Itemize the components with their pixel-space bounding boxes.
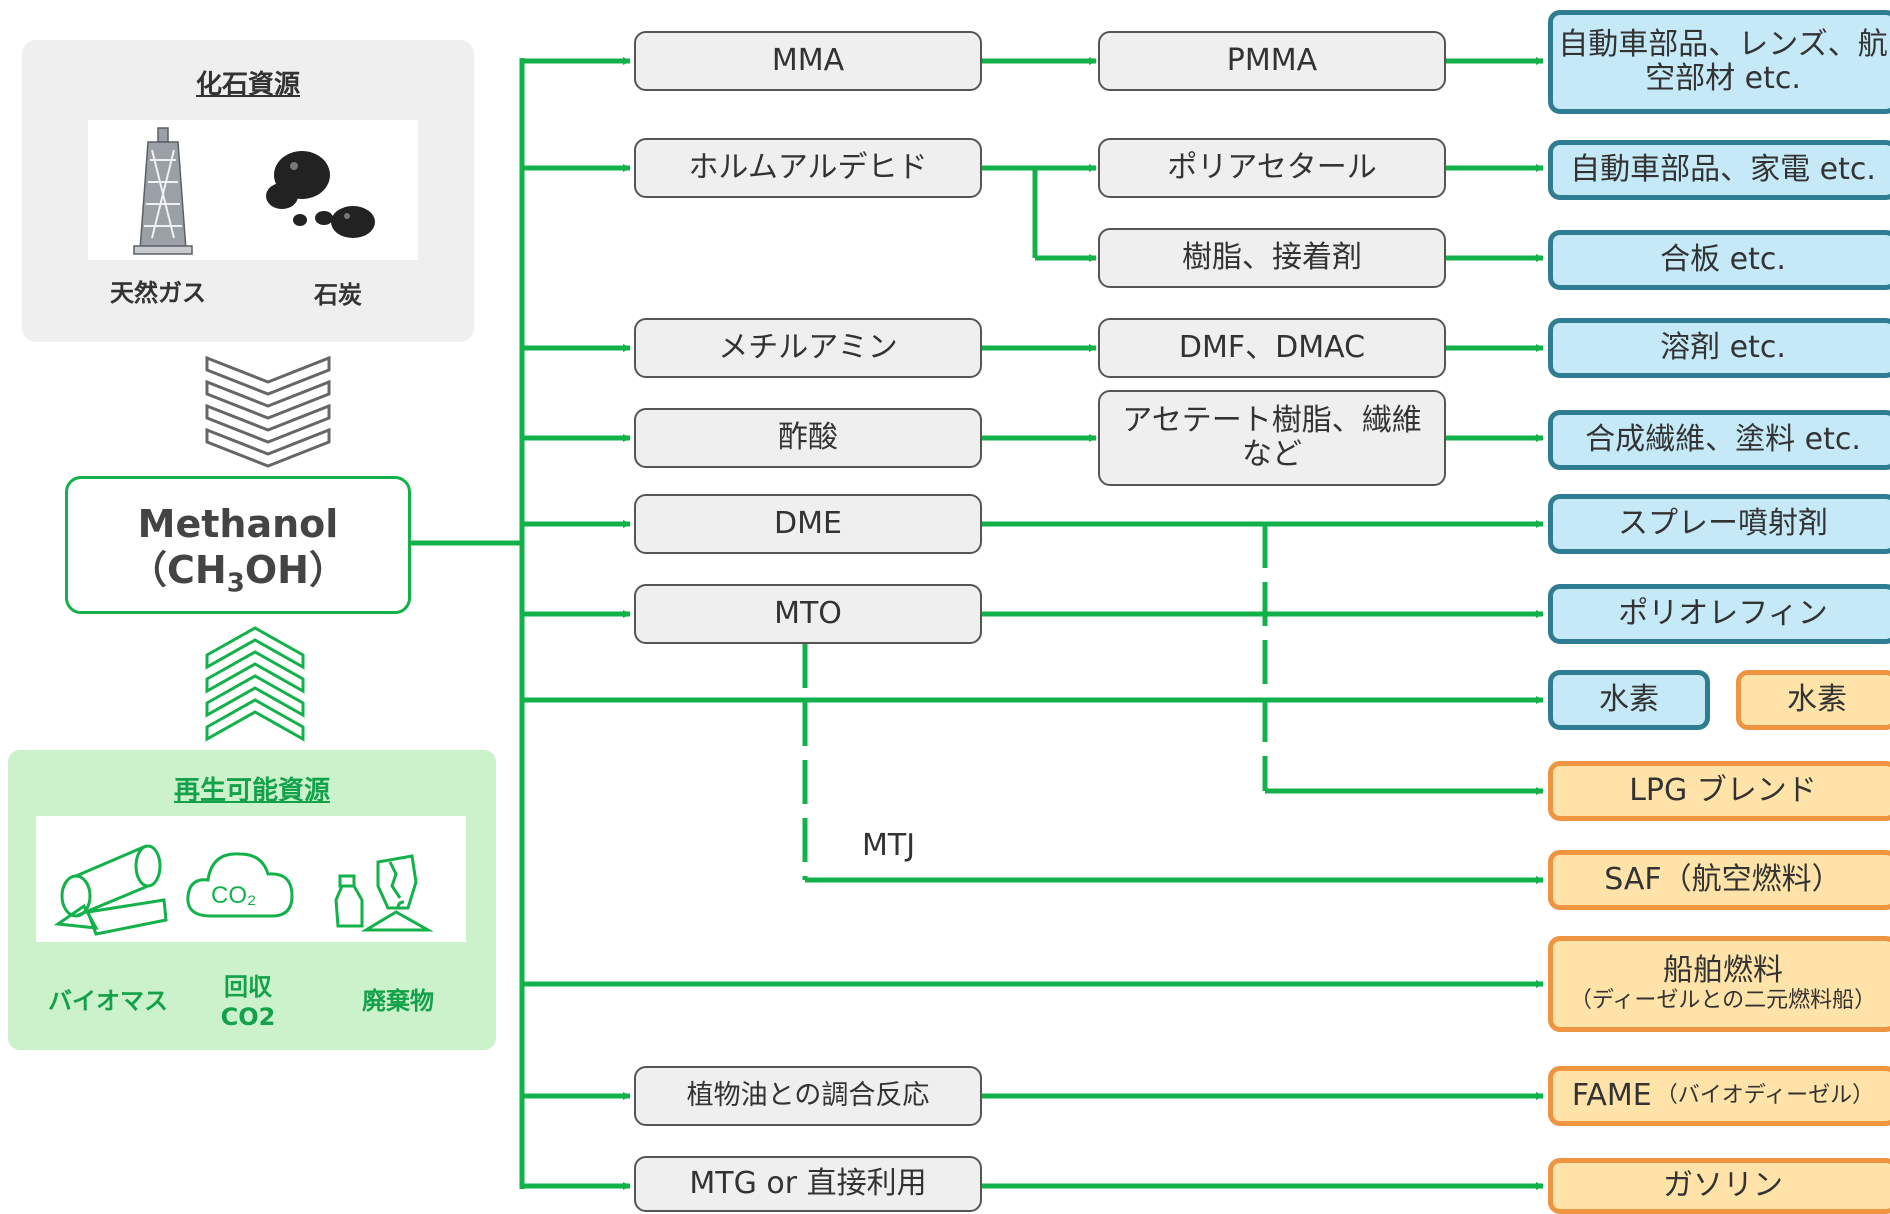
mtj-label: MTJ — [862, 828, 916, 863]
product-hydrogen-chem: 水素 — [1548, 670, 1710, 730]
process-methylamine: メチルアミン — [634, 318, 982, 378]
natural-gas-label: 天然ガス — [110, 279, 206, 307]
fossil-resources-title: 化石資源 — [195, 70, 300, 100]
renewable-resources-title: 再生可能資源 — [173, 776, 330, 806]
product-spray: スプレー噴射剤 — [1548, 494, 1890, 554]
product-auto-appliance: 自動車部品、家電 etc. — [1548, 140, 1890, 200]
product-hydrogen-fuel: 水素 — [1736, 670, 1890, 730]
coal-label: 石炭 — [314, 281, 362, 309]
product-saf: SAF（航空燃料） — [1548, 850, 1890, 910]
renewable-resources-image: CO₂ — [36, 816, 466, 942]
product-solvent: 溶剤 etc. — [1548, 318, 1890, 378]
process-vegetable-oil: 植物油との調合反応 — [634, 1066, 982, 1126]
renewable-resources-panel: 再生可能資源 CO₂ バイオマス 回収 — [8, 750, 496, 1050]
product-synthetic-fiber: 合成繊維、塗料 etc. — [1548, 410, 1890, 470]
coal-icon — [266, 151, 375, 238]
fame-label: FAME — [1571, 1078, 1652, 1113]
co2-cloud-icon: CO₂ — [186, 852, 294, 918]
process-polyacetal: ポリアセタール — [1098, 138, 1446, 198]
waste-label: 廃棄物 — [362, 987, 434, 1015]
ship-fuel-label: 船舶燃料 — [1663, 953, 1783, 988]
product-polyolefin: ポリオレフィン — [1548, 584, 1890, 644]
product-auto-lens: 自動車部品、レンズ、航空部材 etc. — [1548, 10, 1890, 114]
process-mtg: MTG or 直接利用 — [634, 1156, 982, 1212]
process-mma: MMA — [634, 31, 982, 91]
svg-text:CO₂: CO₂ — [211, 882, 256, 909]
process-dme: DME — [634, 494, 982, 554]
waste-icon — [334, 854, 434, 932]
biomass-logs-icon — [53, 844, 168, 936]
process-acetic-acid: 酢酸 — [634, 408, 982, 468]
product-ship-fuel: 船舶燃料 （ディーゼルとの二元燃料船） — [1548, 936, 1890, 1032]
methanol-name: Methanol — [137, 502, 339, 546]
process-resin-adhesive: 樹脂、接着剤 — [1098, 228, 1446, 288]
fossil-resources-panel: 化石資源 天然 — [22, 40, 474, 342]
biomass-label: バイオマス — [48, 987, 168, 1015]
process-pmma: PMMA — [1098, 31, 1446, 91]
process-formaldehyde: ホルムアルデヒド — [634, 138, 982, 198]
chevron-up-icon — [205, 626, 305, 742]
captured-label: 回収 — [224, 973, 272, 1001]
product-gasoline: ガソリン — [1548, 1158, 1890, 1214]
methanol-box: Methanol （CH3OH） — [65, 476, 411, 614]
fame-note: （バイオディーゼル） — [1655, 1083, 1875, 1108]
gas-tower-icon — [133, 127, 375, 255]
process-acetate: アセテート樹脂、繊維など — [1098, 390, 1446, 486]
product-plywood: 合板 etc. — [1548, 230, 1890, 290]
product-fame: FAME（バイオディーゼル） — [1548, 1066, 1890, 1126]
chevron-down-icon — [205, 355, 331, 468]
process-mto: MTO — [634, 584, 982, 644]
methanol-formula: （CH3OH） — [129, 548, 347, 599]
ship-fuel-note: （ディーゼルとの二元燃料船） — [1569, 988, 1877, 1013]
fossil-resources-image — [88, 120, 418, 260]
product-lpg-blend: LPG ブレンド — [1548, 761, 1890, 821]
process-dmf-dmac: DMF、DMAC — [1098, 318, 1446, 378]
co2-label: CO2 — [220, 1003, 276, 1031]
